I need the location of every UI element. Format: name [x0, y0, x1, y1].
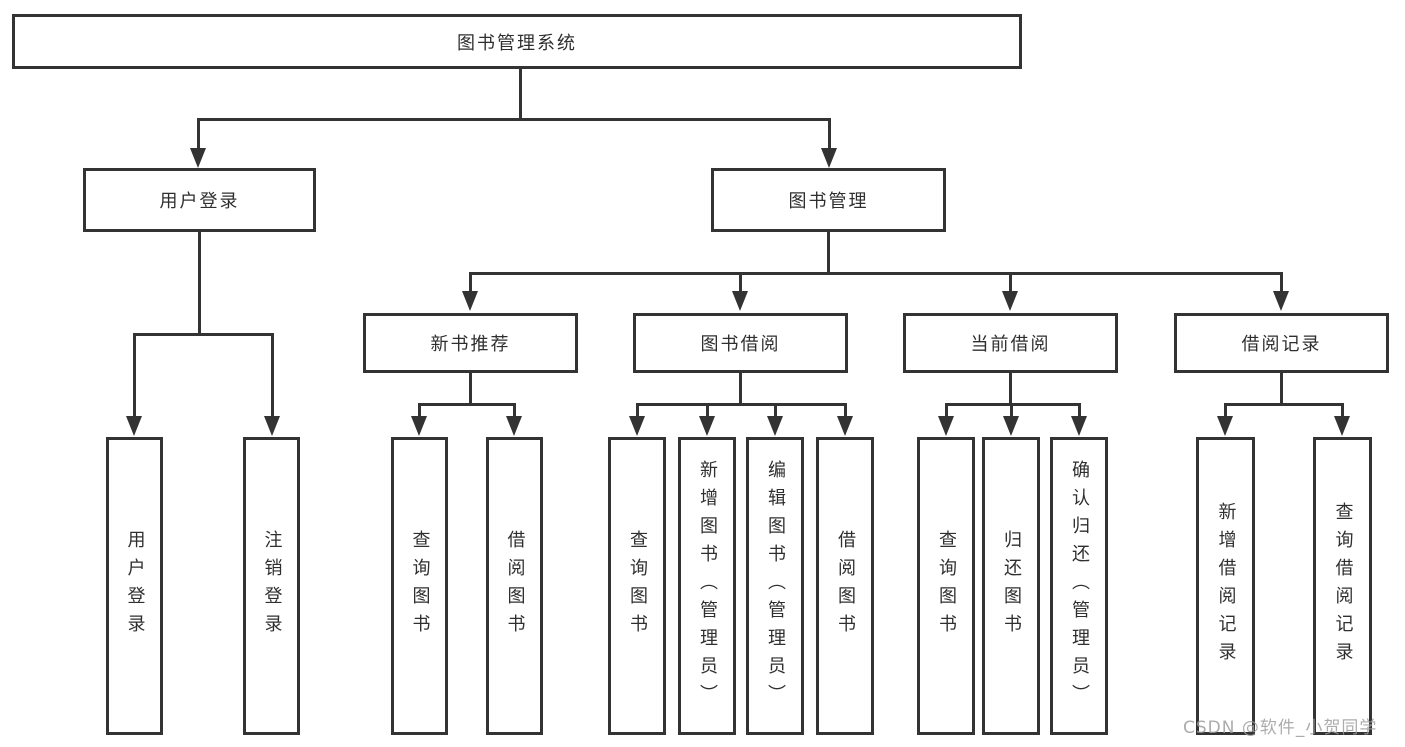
- arrowhead-cb-return-icon: [1003, 416, 1019, 436]
- node-new-book-recommend: 新书推荐: [363, 313, 578, 373]
- edge-drop-leaf-login: [133, 333, 136, 418]
- edge-drop-bb-edit: [774, 403, 777, 418]
- leaf-cb-confirm-return-admin: 确认归还（管理员）: [1050, 437, 1108, 735]
- leaf-cb-confirm-return-admin-label: 确认归还（管理员）: [1069, 460, 1090, 712]
- edge-root-bar: [197, 118, 831, 121]
- edge-bb-bar: [636, 403, 846, 406]
- arrowhead-bb-add-icon: [699, 416, 715, 436]
- leaf-user-login-label: 用户登录: [124, 530, 146, 642]
- arrowhead-cb-query-icon: [938, 416, 954, 436]
- edge-userlogin-bar: [133, 333, 274, 336]
- leaf-bb-query-books-label: 查询图书: [627, 530, 648, 642]
- edge-drop-user-login: [197, 118, 200, 150]
- edge-drop-cb-query: [945, 403, 948, 418]
- leaf-br-query-record: 查询借阅记录: [1313, 437, 1372, 735]
- edge-drop-book-mgmt: [828, 118, 831, 150]
- arrowhead-book-mgmt-icon: [821, 148, 837, 168]
- arrowhead-bb-query-icon: [629, 416, 645, 436]
- arrowhead-nbr-borrow-icon: [506, 416, 522, 436]
- edge-drop-cb-return: [1010, 403, 1013, 418]
- edge-nbr-bar: [418, 403, 516, 406]
- arrowhead-br-add-icon: [1217, 416, 1233, 436]
- edge-drop-br-add: [1224, 403, 1227, 418]
- edge-drop-book-borrow: [739, 272, 742, 293]
- arrowhead-br-query-icon: [1334, 416, 1350, 436]
- edge-cb-bar: [945, 403, 1081, 406]
- edge-bb-stem: [739, 373, 742, 406]
- edge-bookmgmt-bar: [469, 272, 1283, 275]
- edge-drop-borrow-record: [1280, 272, 1283, 293]
- leaf-nbr-query-books-label: 查询图书: [409, 530, 431, 642]
- edge-drop-bb-borrow: [844, 403, 847, 418]
- arrowhead-leaf-login-icon: [126, 416, 142, 436]
- leaf-br-add-record: 新增借阅记录: [1196, 437, 1255, 735]
- edge-nbr-stem: [469, 373, 472, 406]
- leaf-cb-return-books-label: 归还图书: [1001, 530, 1022, 642]
- edge-drop-nbr-query: [418, 403, 421, 418]
- leaf-nbr-borrow-books-label: 借阅图书: [504, 530, 526, 642]
- arrowhead-borrow-record-icon: [1273, 291, 1289, 311]
- leaf-bb-add-books-admin: 新增图书（管理员）: [678, 437, 736, 735]
- leaf-br-add-record-label: 新增借阅记录: [1215, 502, 1237, 670]
- node-user-login: 用户登录: [83, 168, 316, 232]
- arrowhead-nbr-query-icon: [411, 416, 427, 436]
- node-book-management: 图书管理: [711, 168, 946, 232]
- edge-drop-bb-add: [706, 403, 709, 418]
- arrowhead-current-borrow-icon: [1002, 291, 1018, 311]
- leaf-bb-borrow-books-label: 借阅图书: [835, 530, 856, 642]
- arrowhead-bb-borrow-icon: [837, 416, 853, 436]
- edge-root-stem: [519, 69, 522, 120]
- leaf-cb-query-books-label: 查询图书: [936, 530, 957, 642]
- edge-cb-stem: [1009, 373, 1012, 406]
- csdn-watermark: CSDN @软件_小贺同学: [1183, 718, 1378, 738]
- arrowhead-cb-confirm-icon: [1071, 416, 1087, 436]
- leaf-nbr-query-books: 查询图书: [391, 437, 448, 735]
- arrowhead-bb-edit-icon: [767, 416, 783, 436]
- leaf-logout: 注销登录: [243, 437, 300, 735]
- leaf-user-login: 用户登录: [106, 437, 163, 735]
- node-root-library-system: 图书管理系统: [12, 14, 1022, 69]
- leaf-cb-query-books: 查询图书: [917, 437, 975, 735]
- leaf-logout-label: 注销登录: [261, 530, 283, 642]
- edge-drop-br-query: [1341, 403, 1344, 418]
- leaf-bb-edit-books-admin-label: 编辑图书（管理员）: [765, 460, 786, 712]
- edge-userlogin-stem: [198, 232, 201, 335]
- edge-drop-new-book-rec: [469, 272, 472, 293]
- edge-bookmgmt-stem: [827, 232, 830, 275]
- edge-drop-bb-query: [636, 403, 639, 418]
- leaf-bb-add-books-admin-label: 新增图书（管理员）: [697, 460, 718, 712]
- edge-drop-current-borrow: [1009, 272, 1012, 293]
- node-book-borrow: 图书借阅: [633, 313, 848, 373]
- edge-drop-leaf-logout: [271, 333, 274, 418]
- leaf-bb-query-books: 查询图书: [608, 437, 666, 735]
- arrowhead-book-borrow-icon: [732, 291, 748, 311]
- edge-drop-cb-confirm: [1078, 403, 1081, 418]
- arrowhead-new-book-rec-icon: [462, 291, 478, 311]
- node-current-borrow: 当前借阅: [903, 313, 1118, 373]
- leaf-bb-borrow-books: 借阅图书: [816, 437, 874, 735]
- node-borrow-record: 借阅记录: [1174, 313, 1389, 373]
- leaf-cb-return-books: 归还图书: [982, 437, 1040, 735]
- leaf-bb-edit-books-admin: 编辑图书（管理员）: [746, 437, 804, 735]
- edge-drop-nbr-borrow: [513, 403, 516, 418]
- arrowhead-leaf-logout-icon: [264, 416, 280, 436]
- leaf-br-query-record-label: 查询借阅记录: [1332, 502, 1354, 670]
- edge-br-bar: [1224, 403, 1344, 406]
- leaf-nbr-borrow-books: 借阅图书: [486, 437, 543, 735]
- edge-br-stem: [1280, 373, 1283, 406]
- arrowhead-user-login-icon: [190, 148, 206, 168]
